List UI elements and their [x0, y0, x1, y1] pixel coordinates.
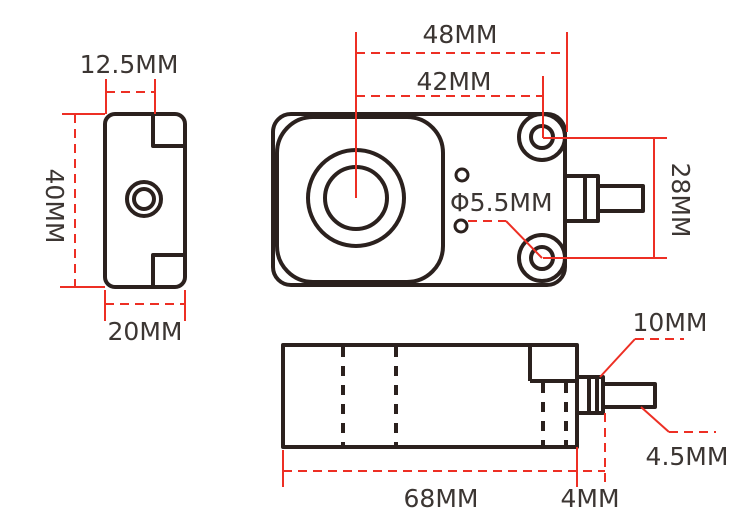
side-view-body [103, 112, 187, 289]
led-indicator-top [454, 167, 470, 183]
side-bottom-width-label: 20MM [108, 317, 183, 346]
front-width-48-label: 48MM [423, 20, 498, 49]
leader-line [505, 220, 543, 259]
hole-diameter-label: Φ5.5MM [450, 188, 553, 217]
cable-diameter-label: 4.5MM [646, 442, 729, 471]
leader-line [599, 338, 636, 378]
side-view-top-notch [151, 116, 186, 148]
connector-ring-label: 10MM [633, 308, 708, 337]
bottom-length-label: 68MM [404, 484, 479, 513]
connector-neck-label: 4MM [560, 484, 619, 513]
side-view-hole-inner [132, 187, 156, 211]
side-view-hole-outer [125, 180, 163, 218]
connector-plug-front [596, 184, 645, 213]
leader-line [640, 406, 670, 433]
front-view: 48MM 42MM 28MM Φ5.5MM [271, 20, 695, 287]
side-top-width-label: 12.5MM [80, 50, 179, 79]
side-view-bottom-notch [151, 253, 186, 285]
side-height-label: 40MM [40, 169, 69, 244]
side-view: 12.5MM 40MM 20MM [40, 50, 187, 346]
connector-plug-bottom [601, 382, 657, 409]
led-indicator-bottom [453, 218, 469, 234]
connector-neck-front [563, 174, 600, 223]
bottom-view: 10MM 4.5MM 68MM 4MM [281, 308, 729, 513]
front-width-42-label: 42MM [417, 67, 492, 96]
front-hole-spacing-label: 28MM [666, 163, 695, 238]
sensing-face [275, 115, 445, 284]
bottom-view-body [281, 343, 579, 449]
